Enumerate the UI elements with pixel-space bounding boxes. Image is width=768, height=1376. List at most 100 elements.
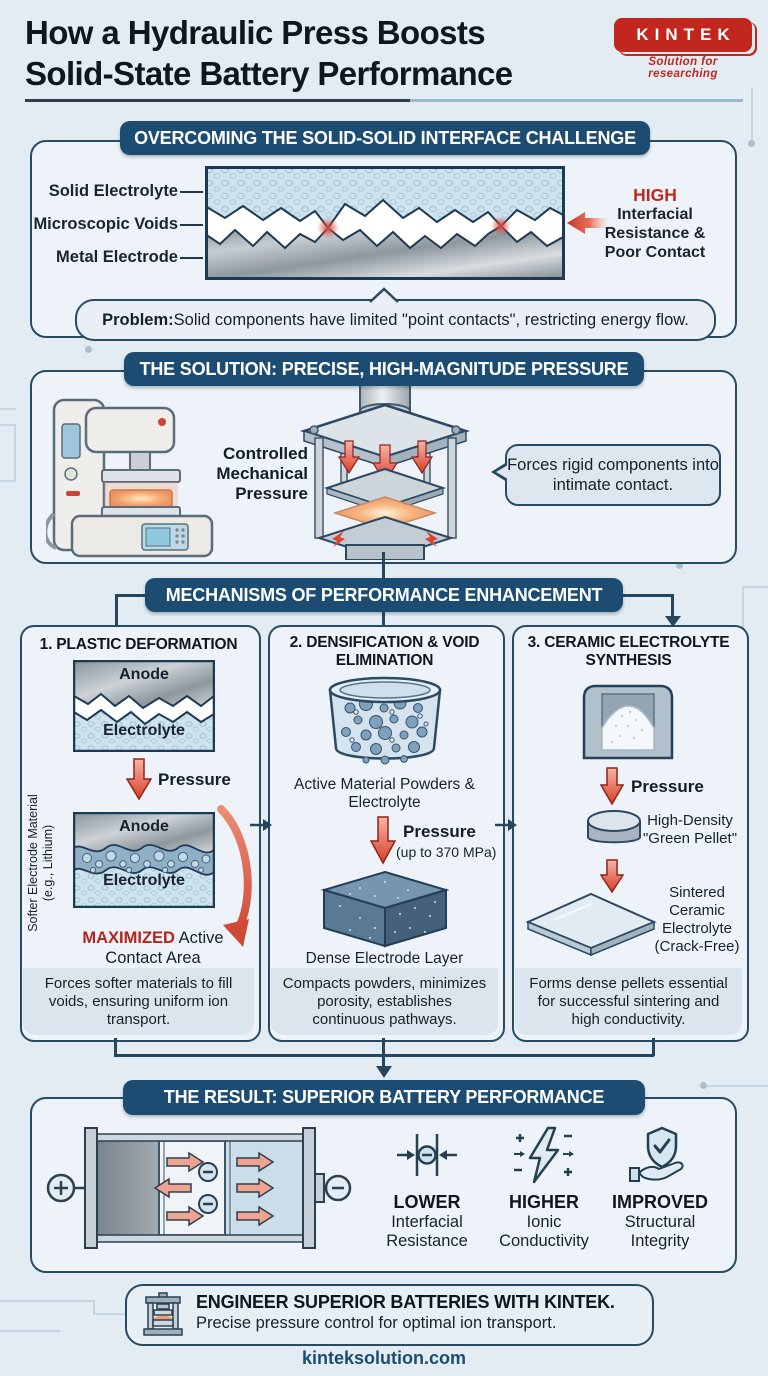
mechanisms-section-title: MECHANISMS OF PERFORMANCE ENHANCEMENT xyxy=(145,578,623,612)
resistance-icon xyxy=(397,1134,457,1176)
trace-dot xyxy=(748,140,755,147)
problem-box: Problem: Solid components have limited "… xyxy=(75,299,716,341)
pressure-label-1: Pressure xyxy=(158,770,231,789)
column2-footer: Compacts powders, minimizes porosity, es… xyxy=(271,968,498,1035)
sintered-label: Sintered Ceramic Electrolyte (Crack-Free… xyxy=(654,884,740,955)
trace-line xyxy=(93,1300,95,1314)
trace-line xyxy=(0,1300,95,1302)
column3-footer: Forms dense pellets essential for succes… xyxy=(515,968,742,1035)
benefit-improved-integrity: IMPROVED Structural Integrity xyxy=(598,1126,722,1251)
integrity-icon xyxy=(629,1126,684,1182)
anode-electrolyte-after-diagram xyxy=(73,812,215,908)
website-link: kinteksolution.com xyxy=(301,1348,467,1368)
kintek-logo-text: KINTEK xyxy=(636,25,736,44)
trace-line xyxy=(751,88,753,143)
trace-line xyxy=(705,1085,768,1087)
pressure-label-2: Pressure xyxy=(403,822,476,841)
pressure-down-arrow-icon xyxy=(600,767,624,806)
connector-arrowhead xyxy=(665,616,681,627)
solid-interface-diagram xyxy=(205,166,565,280)
connector-line xyxy=(382,612,385,626)
benefit-keyword: HIGHER xyxy=(508,1192,579,1212)
problem-label: Problem: xyxy=(102,310,174,329)
connector-line xyxy=(623,594,673,597)
connector-line xyxy=(382,552,385,579)
connector-line xyxy=(671,594,674,617)
connector-line xyxy=(382,1038,385,1068)
powder-beaker-illustration xyxy=(328,676,442,765)
flow-arrow-icon xyxy=(250,819,272,831)
benefit-text: Interfacial Resistance xyxy=(386,1213,468,1250)
trace-box xyxy=(0,424,16,482)
connector-line xyxy=(115,594,145,597)
page-title: How a Hydraulic Press Boosts Solid-State… xyxy=(25,12,600,94)
cta-headline: ENGINEER SUPERIOR BATTERIES WITH KINTEK. xyxy=(196,1292,615,1312)
trace-dot xyxy=(676,562,683,569)
controlled-pressure-label: Controlled Mechanical Pressure xyxy=(216,444,308,503)
maximized-rest: Active Contact Area xyxy=(105,929,224,967)
trace-line xyxy=(0,408,16,410)
maximized-keyword: MAXIMIZED xyxy=(82,929,175,947)
connector-line xyxy=(115,594,118,626)
callout-text: Interfacial Resistance & Poor Contact xyxy=(604,206,706,261)
dense-layer-caption: Dense Electrode Layer xyxy=(305,950,464,967)
result-section-title: THE RESULT: SUPERIOR BATTERY PERFORMANCE xyxy=(123,1080,645,1115)
label-line xyxy=(180,257,203,259)
green-pellet-illustration xyxy=(587,810,641,844)
benchtop-press-illustration xyxy=(46,398,214,558)
label-metal-electrode: Metal Electrode xyxy=(56,248,178,266)
pressure-note: (up to 370 MPa) xyxy=(396,844,497,860)
curved-red-arrow-icon xyxy=(217,805,252,947)
benefit-text: Structural Integrity xyxy=(624,1213,696,1250)
pellet-label: High-Density "Green Pellet" xyxy=(642,812,738,847)
pressing-die-illustration xyxy=(582,684,674,760)
electrolyte-label-2: Electrolyte xyxy=(103,872,185,889)
red-arrow-left-icon xyxy=(567,212,608,234)
pressure-label-3: Pressure xyxy=(631,777,704,796)
flow-arrow-icon xyxy=(495,819,517,831)
page-title-line2: Solid-State Battery Performance xyxy=(25,55,513,92)
connector-line xyxy=(652,1038,655,1056)
column2-title: 2. DENSIFICATION & VOID ELIMINATION xyxy=(289,634,480,669)
benefit-keyword: IMPROVED xyxy=(611,1192,708,1212)
softer-electrode-side-label: Softer Electrode Material (e.g., Lithium… xyxy=(26,794,55,932)
battery-cell-illustration xyxy=(46,1127,352,1249)
label-microscopic-voids: Microscopic Voids xyxy=(33,215,178,233)
column1-title: 1. PLASTIC DEFORMATION xyxy=(39,636,238,653)
maximized-contact-text: MAXIMIZED Active Contact Area xyxy=(80,928,226,968)
solution-section-title: THE SOLUTION: PRECISE, HIGH-MAGNITUDE PR… xyxy=(124,352,644,386)
benefit-higher-conductivity: HIGHER Ionic Conductivity xyxy=(482,1126,606,1251)
problem-text: Solid components have limited "point con… xyxy=(173,310,689,329)
label-line xyxy=(180,191,203,193)
bubble-pointer-fill xyxy=(496,465,508,479)
benefit-text: Ionic Conductivity xyxy=(499,1213,589,1250)
pressure-down-arrow-icon xyxy=(370,816,396,865)
cta-subtext: Precise pressure control for optimal ion… xyxy=(196,1314,557,1332)
trace-line xyxy=(742,586,768,588)
dense-cube-illustration xyxy=(320,870,450,948)
logo-tagline: Solution for researching xyxy=(648,56,718,80)
hydraulic-press-illustration xyxy=(299,383,471,560)
press-icon xyxy=(143,1292,183,1336)
electrolyte-label: Electrolyte xyxy=(103,722,185,739)
cta-box xyxy=(125,1284,654,1346)
kintek-logo: KINTEK xyxy=(614,18,752,52)
sintered-plate-illustration xyxy=(525,892,657,957)
connector-line xyxy=(114,1038,117,1056)
benefit-keyword: LOWER xyxy=(393,1192,461,1212)
title-divider xyxy=(25,99,743,102)
column3-title: 3. CERAMIC ELECTROLYTE SYNTHESIS xyxy=(527,634,730,669)
solution-bubble: Forces rigid components into intimate co… xyxy=(505,444,721,506)
pressure-down-arrow-icon xyxy=(600,859,624,894)
problem-pointer xyxy=(369,287,399,303)
trace-line xyxy=(0,1330,60,1332)
powders-caption: Active Material Powders & Electrolyte xyxy=(294,776,475,811)
benefit-lower-resistance: LOWER Interfacial Resistance xyxy=(365,1126,489,1251)
label-solid-electrolyte: Solid Electrolyte xyxy=(48,182,178,200)
anode-electrolyte-before-diagram xyxy=(73,660,215,752)
interface-section-title: OVERCOMING THE SOLID-SOLID INTERFACE CHA… xyxy=(120,121,650,155)
trace-dot xyxy=(85,346,92,353)
connector-arrowhead xyxy=(376,1066,392,1078)
conductivity-icon xyxy=(514,1126,574,1184)
